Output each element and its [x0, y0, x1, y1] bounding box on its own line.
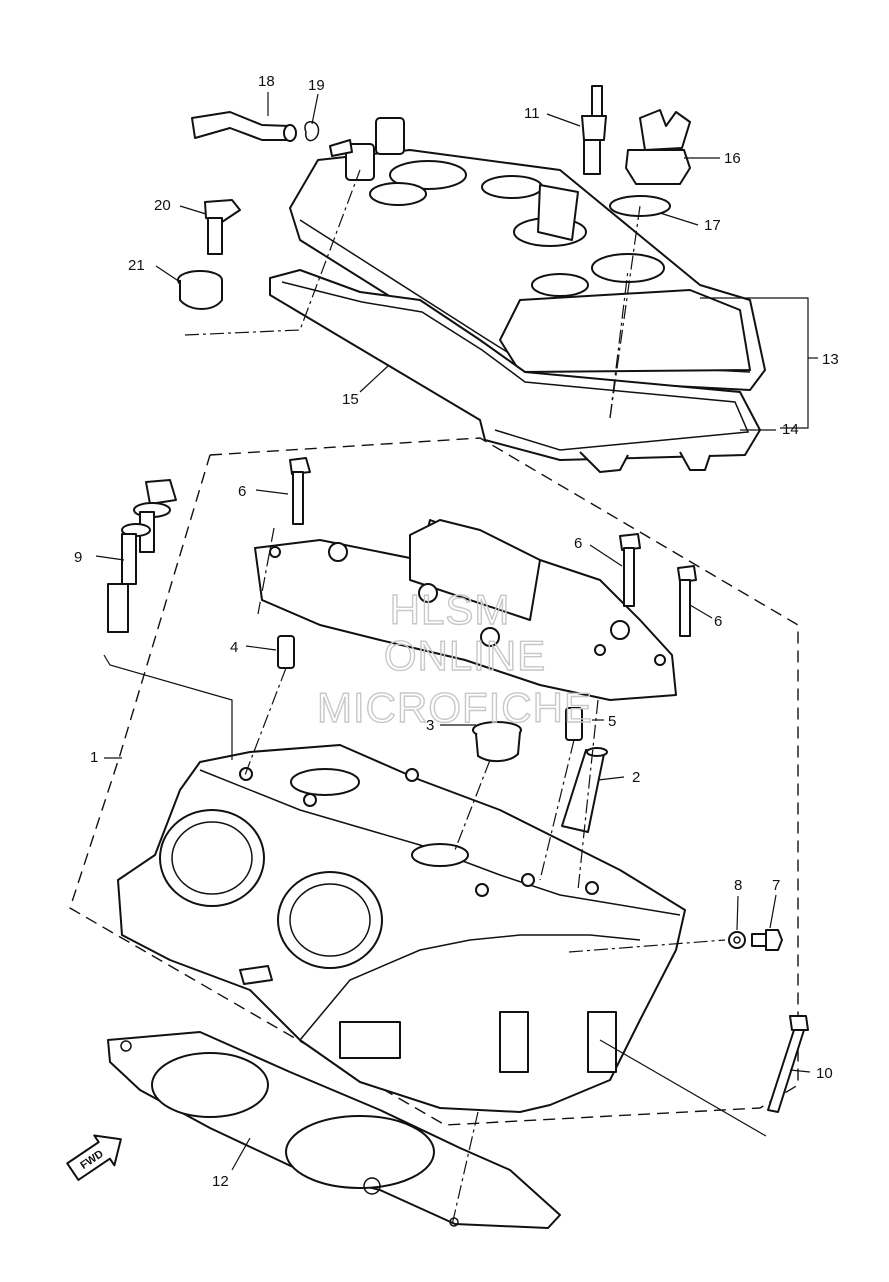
fwd-arrow-icon: FWD: [66, 1134, 122, 1181]
callout-13: 13: [822, 351, 839, 368]
cover-damper: [177, 270, 223, 310]
callout-6-middle: 6: [574, 535, 582, 552]
callout-11: 11: [524, 105, 540, 122]
filler-o-ring: [609, 195, 671, 217]
callout-18: 18: [258, 73, 275, 90]
callout-2: 2: [632, 769, 640, 786]
watermark-line-2: ONLINE: [384, 632, 546, 679]
watermark-line-1: HLSM: [390, 586, 511, 633]
callout-8: 8: [734, 877, 742, 894]
dowel-pin-4: [277, 635, 295, 669]
callout-21: 21: [128, 257, 145, 274]
watermark-line-3: MICROFICHE: [317, 684, 593, 731]
camshaft-holder: [254, 519, 677, 701]
callout-16: 16: [724, 150, 741, 167]
callout-3: 3: [426, 717, 434, 734]
spark-plug: [581, 85, 607, 175]
callout-15: 15: [342, 391, 359, 408]
head-bolt: [107, 479, 177, 633]
callout-14: 14: [782, 421, 799, 438]
holder-bolt-2: [619, 533, 641, 607]
holder-bolt-3: [677, 565, 697, 637]
watermark: HLSM ONLINE MICROFICHE: [316, 585, 593, 731]
callout-7: 7: [772, 877, 780, 894]
long-bolt: [767, 1015, 809, 1113]
holder-bolt-1: [289, 457, 311, 525]
washer: [728, 931, 746, 949]
callout-10: 10: [816, 1065, 833, 1082]
side-bolt: [751, 929, 783, 951]
callout-6-top: 6: [238, 483, 246, 500]
valve-guide: [561, 747, 608, 833]
callout-1: 1: [90, 749, 98, 766]
head-plug: [472, 721, 522, 762]
breather-hose: [191, 111, 291, 141]
assembly-line-cover: [184, 169, 361, 336]
oil-filler-cap: [625, 109, 691, 185]
callout-4: 4: [230, 639, 238, 656]
cylinder-head-cover: [289, 117, 766, 391]
callout-19: 19: [308, 77, 325, 94]
cover-gasket: [269, 269, 761, 461]
callout-20: 20: [154, 197, 171, 214]
callout-5: 5: [608, 713, 616, 730]
callout-9: 9: [74, 549, 82, 566]
callout-6-right: 6: [714, 613, 722, 630]
callout-17: 17: [704, 217, 721, 234]
callout-12: 12: [212, 1173, 229, 1190]
cylinder-head: [117, 744, 686, 1113]
head-gasket: [107, 1031, 561, 1229]
assembly-boundary: [69, 437, 799, 1126]
hose-clip: [304, 121, 320, 142]
cover-bolt: [204, 199, 241, 255]
